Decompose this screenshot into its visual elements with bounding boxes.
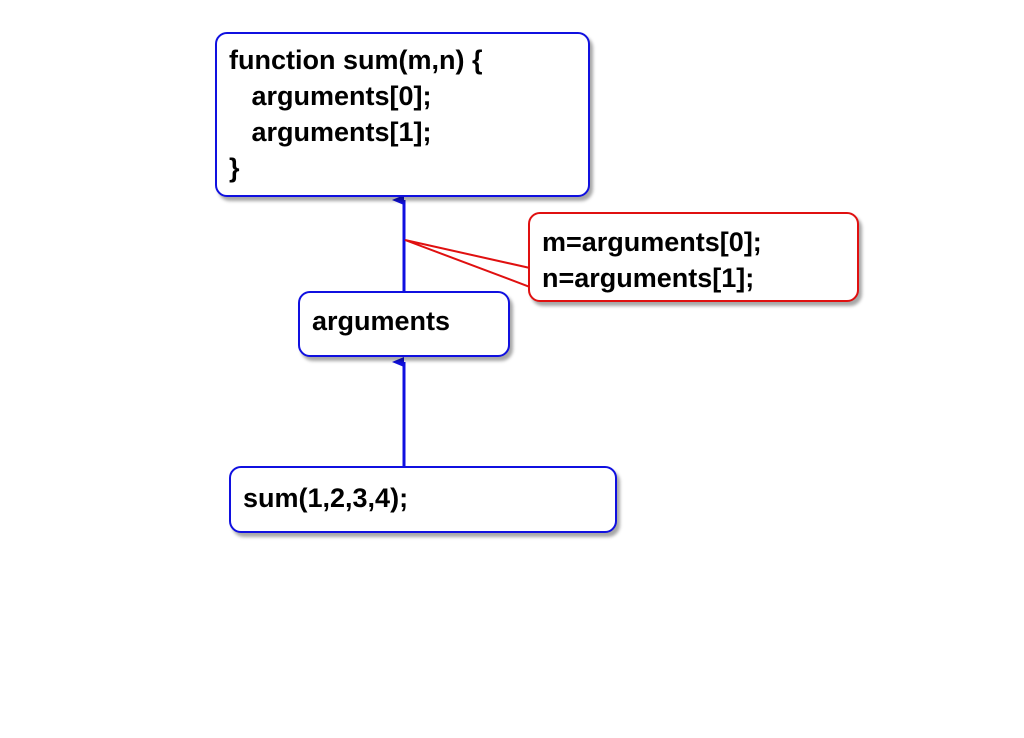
assignment-callout: m=arguments[0]; n=arguments[1]; xyxy=(528,212,859,302)
function-line-1: function sum(m,n) { xyxy=(229,45,483,75)
callout-line-1: m=arguments[0]; xyxy=(542,227,762,257)
arguments-label: arguments xyxy=(312,306,451,336)
function-line-3: arguments[1]; xyxy=(229,117,432,147)
callout-pointer xyxy=(404,239,531,289)
function-line-2: arguments[0]; xyxy=(229,81,432,111)
function-call-box: sum(1,2,3,4); xyxy=(229,466,617,533)
function-definition-box: function sum(m,n) { arguments[0]; argume… xyxy=(215,32,590,197)
callout-line-2: n=arguments[1]; xyxy=(542,263,755,293)
arguments-box: arguments xyxy=(298,291,510,357)
function-line-4: } xyxy=(229,153,240,183)
call-label: sum(1,2,3,4); xyxy=(243,483,409,513)
